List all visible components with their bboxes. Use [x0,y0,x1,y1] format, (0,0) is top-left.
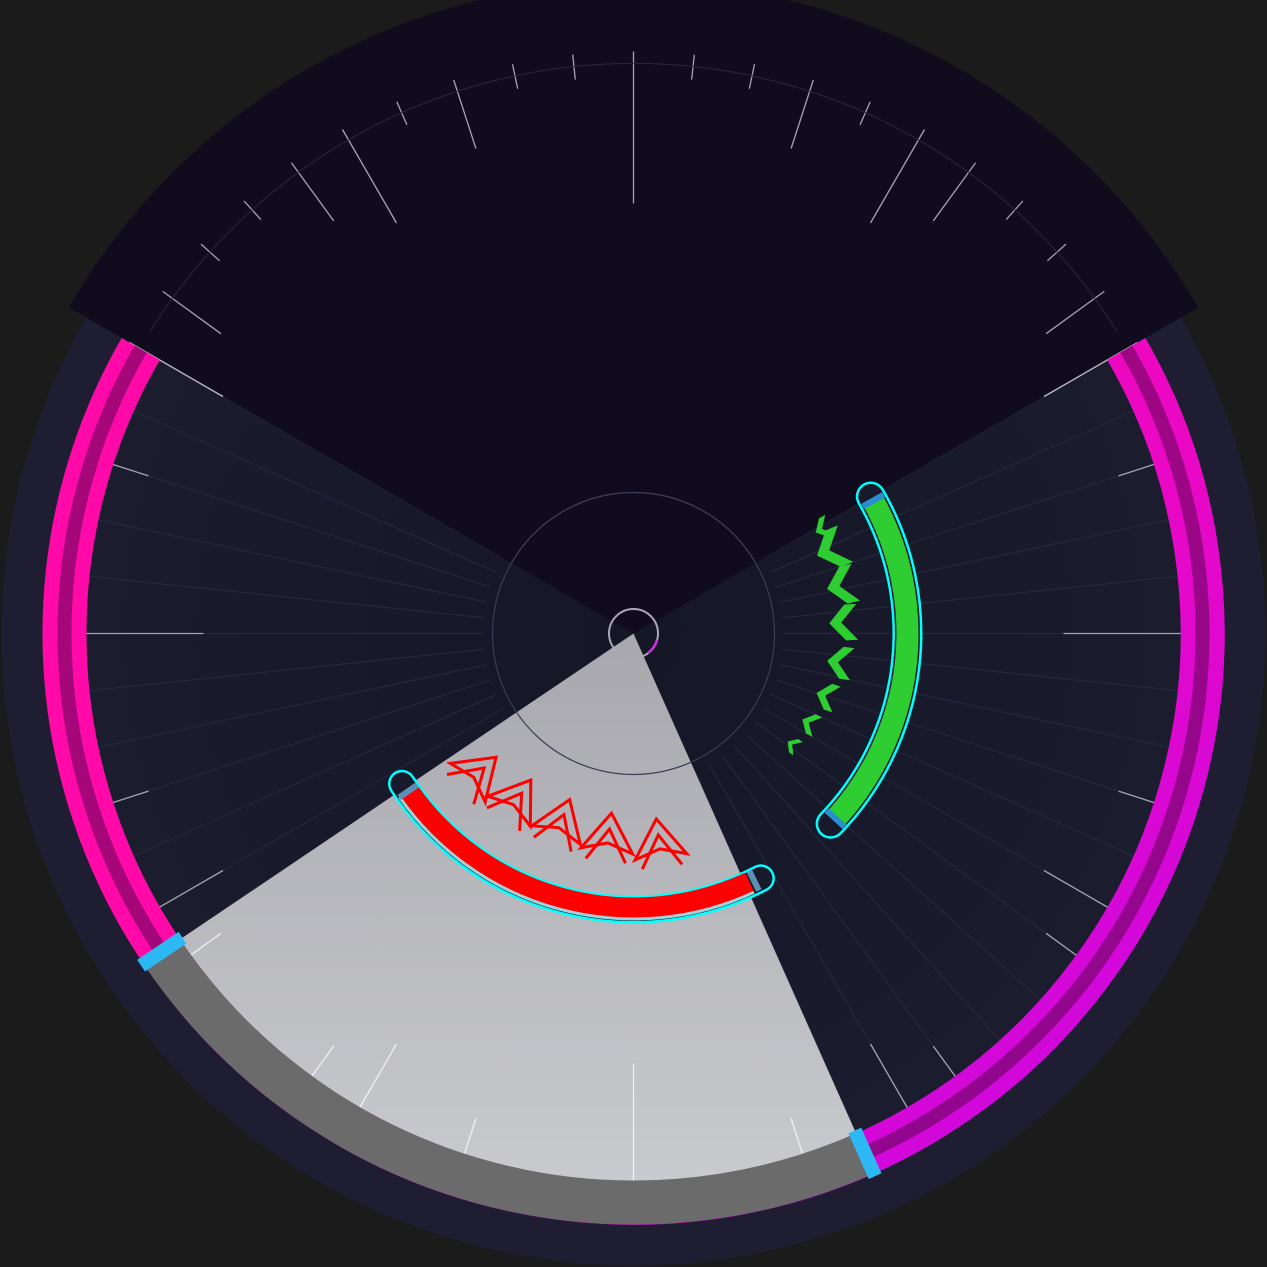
spoke-line [54,572,485,619]
spoke-line [733,744,1024,1067]
spoke-line [64,664,487,755]
center-hub[interactable] [608,608,659,659]
spoke-line [101,694,497,871]
inner-ring-guide [491,491,776,776]
chevron-up-icon [827,646,855,681]
spoke-line [770,694,1166,871]
tick-mark [1005,200,1024,221]
track-marker-left[interactable] [137,931,187,972]
spoke-line [782,648,1213,695]
green-segment-endcap [861,492,886,510]
hub-notch [626,628,641,633]
green-segment-endcap [824,808,847,829]
chevron-up-icon [827,563,860,604]
dark-wedge-guide [149,63,1118,332]
chevron-up-icon [445,755,499,807]
chevron-up-icon [829,603,859,641]
green-segment-bar [825,495,919,828]
spoke-line [721,754,977,1105]
chevron-up-icon [631,816,691,870]
chevron-up-icon [802,714,823,737]
tick-mark [691,54,695,80]
chevron-up-icon [815,514,836,538]
tick-mark [748,64,756,89]
spoke-line [744,733,1067,1024]
tick-mark [243,200,262,221]
tick-mark [1046,243,1067,262]
tick-mark [396,101,408,125]
tick-mark [200,243,221,262]
chevron-up-icon [816,683,841,713]
ring-icon [608,608,659,659]
red-segment-endcap [397,782,419,800]
tick-mark [341,129,398,224]
spoke-line [782,572,1213,619]
tick-mark [511,64,519,89]
red-segment-endcap [746,869,762,892]
red-segment-bar [400,784,754,918]
grey-sector[interactable] [179,633,857,1182]
tick-mark [1043,341,1138,398]
spoke-line [754,721,1105,977]
spoke-line [780,664,1203,755]
spoke-line [54,648,485,695]
hub-indicator [647,639,659,655]
dark-wedge-sector [68,0,1199,634]
spoke-line [780,512,1203,603]
tick-mark [129,341,224,398]
track-marker-right[interactable] [848,1127,882,1179]
tick-mark [859,101,871,125]
spoke-line [770,396,1166,573]
chevron-up-icon [787,738,803,756]
red-segment[interactable] [388,738,775,924]
grey-track[interactable] [143,939,874,1225]
green-segment[interactable] [783,481,923,839]
spoke-line [101,396,497,573]
tick-mark [869,129,926,224]
chevron-up-icon [527,797,583,852]
chevron-up-icon [577,810,636,864]
tick-mark [572,54,576,80]
spoke-line [64,512,487,603]
